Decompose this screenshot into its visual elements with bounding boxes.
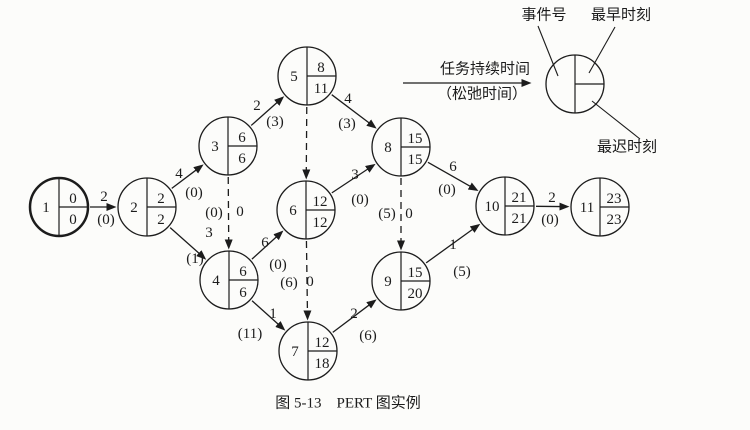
task-edge-9-10: [425, 223, 481, 264]
edge-duration-label: 2: [350, 306, 358, 322]
node-latest-time: 12: [313, 215, 328, 231]
node-earliest-time: 6: [239, 264, 247, 280]
node-earliest-time: 0: [69, 191, 77, 207]
event-node-10: 10 21 21: [475, 176, 535, 236]
node-event-number: 1: [42, 200, 50, 216]
edge-duration-label: 1: [269, 306, 277, 322]
node-event-number: 3: [211, 139, 219, 155]
legend-latest-time-label: 最迟时刻: [596, 139, 658, 156]
figure-caption: 图 5-13 PERT 图实例: [275, 395, 421, 412]
legend-event-number-label: 事件号: [521, 7, 567, 24]
node-event-number: 4: [212, 273, 220, 289]
edge-slack-label: (6): [359, 328, 377, 344]
edge-slack-label: (0): [269, 257, 287, 273]
edge-slack-label: (0): [351, 192, 369, 208]
edge-duration-label: 2: [548, 190, 556, 206]
node-latest-time: 23: [607, 212, 622, 228]
node-latest-time: 15: [408, 152, 423, 168]
event-node-5: 5 8 11: [277, 46, 337, 106]
edge-duration-label: 6: [449, 159, 457, 175]
legend-duration-label: 任务持续时间: [439, 61, 531, 78]
node-event-number: 6: [289, 203, 297, 219]
edge-duration-label: 3: [351, 167, 359, 183]
edge-slack-label: (5): [453, 264, 471, 280]
node-event-number: 8: [384, 140, 392, 156]
task-edge-2-4: [169, 227, 207, 260]
node-earliest-time: 2: [157, 191, 165, 207]
edge-duration-label: 1: [449, 237, 457, 253]
edge-slack-label: (0): [438, 182, 456, 198]
edge-duration-label: 4: [344, 91, 352, 107]
node-earliest-time: 21: [512, 190, 527, 206]
edge-duration-label: 4: [175, 166, 183, 182]
edge-slack-label: (0): [185, 185, 203, 201]
node-earliest-time: 15: [408, 131, 423, 147]
task-edge-4-7: [251, 300, 286, 331]
edge-slack-label: (6): [280, 275, 298, 291]
task-edge-2-3: [171, 164, 204, 189]
node-latest-time: 0: [69, 212, 77, 228]
node-event-number: 2: [130, 200, 138, 216]
edge-slack-label: (11): [238, 326, 262, 342]
edge-duration-label: 6: [261, 235, 269, 251]
event-node-7: 7 12 18: [278, 321, 338, 381]
legend-slack-label: （松弛时间）: [436, 86, 528, 103]
edge-duration-label: 3: [205, 225, 213, 241]
edge-slack-label: (3): [266, 114, 284, 130]
task-edge-5-8: [331, 94, 377, 129]
node-latest-time: 6: [239, 285, 247, 301]
node-latest-time: 21: [512, 211, 527, 227]
legend-leader-line-1: [588, 26, 616, 74]
node-earliest-time: 12: [313, 194, 328, 210]
event-node-1: 1 0 0: [28, 176, 90, 238]
legend-sample-node: [545, 54, 605, 114]
node-latest-time: 6: [238, 151, 246, 167]
edge-slack-label: (5): [378, 206, 396, 222]
task-edge-4-6: [251, 230, 284, 260]
edge-slack-label: (0): [97, 212, 115, 228]
edge-slack-label: (1): [186, 251, 204, 267]
task-edge-8-10: [427, 161, 479, 191]
edge-slack-label: (0): [541, 212, 559, 228]
node-event-number: 5: [290, 69, 298, 85]
node-event-number: 10: [485, 199, 500, 215]
node-earliest-time: 12: [315, 335, 330, 351]
node-latest-time: 20: [408, 286, 423, 302]
legend-leader-line-2: [591, 100, 641, 140]
edge-duration-label: 0: [306, 274, 314, 290]
node-event-number: 11: [580, 200, 594, 216]
event-node-9: 9 15 20: [371, 251, 431, 311]
event-node-3: 3 6 6: [198, 116, 258, 176]
event-node-2: 2 2 2: [117, 177, 177, 237]
event-node-11: 11 23 23: [570, 177, 630, 237]
edge-slack-label: (0): [205, 205, 223, 221]
event-node-8: 8 15 15: [371, 117, 431, 177]
node-event-number: 9: [384, 274, 392, 290]
node-earliest-time: 6: [238, 130, 246, 146]
legend-earliest-time-label: 最早时刻: [590, 7, 652, 24]
node-event-number: 7: [291, 344, 299, 360]
node-earliest-time: 8: [317, 60, 325, 76]
node-latest-time: 2: [157, 212, 165, 228]
event-node-4: 4 6 6: [199, 250, 259, 310]
edge-duration-label: 2: [253, 98, 261, 114]
node-latest-time: 11: [314, 81, 328, 97]
event-node-6: 6 12 12: [276, 180, 336, 240]
legend-leader-line-0: [537, 25, 559, 77]
task-edge-6-8: [331, 163, 376, 194]
edge-duration-label: 2: [100, 189, 108, 205]
node-earliest-time: 23: [607, 191, 622, 207]
task-edge-3-5: [250, 96, 285, 126]
edge-duration-label: 0: [405, 206, 413, 222]
task-edge-7-9: [332, 299, 377, 333]
node-earliest-time: 15: [408, 265, 423, 281]
node-latest-time: 18: [315, 356, 330, 372]
edge-slack-label: (3): [338, 116, 356, 132]
edge-duration-label: 0: [236, 204, 244, 220]
